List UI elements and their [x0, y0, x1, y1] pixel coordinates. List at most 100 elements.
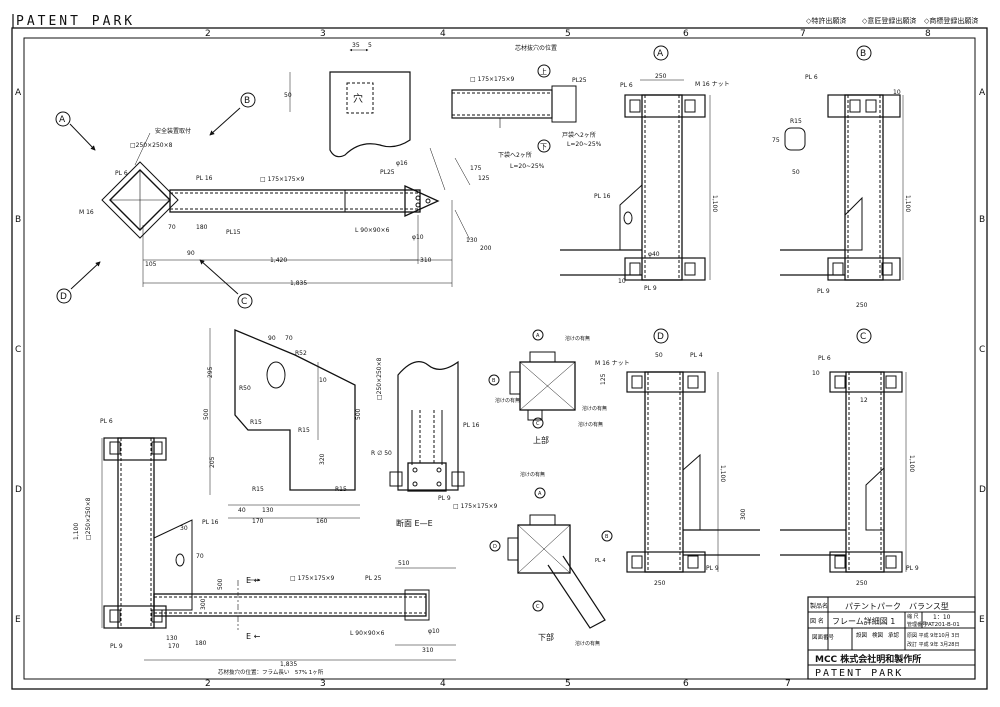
- tb-scale: 1：10: [933, 614, 951, 621]
- svg-text:PL 9: PL 9: [644, 285, 657, 292]
- view-a-top-labels: A 250 PL 6 M 16 ナット PL 16 1,100 φ40 PL 9…: [594, 49, 730, 292]
- svg-text:PL 25: PL 25: [365, 575, 382, 582]
- view-c: [780, 328, 907, 573]
- joint-upper-labels: A B C 上部 溶けの有無 溶けの有無 溶けの有無 溶けの有無: [492, 333, 607, 445]
- svg-text:溶けの有無: 溶けの有無: [565, 335, 590, 342]
- col-2-b: 2: [205, 679, 211, 689]
- section-e-e-labels: 断面 E—E □250×250×8 PL 16 PL 9 □ 175×175×9…: [371, 357, 498, 528]
- svg-text:R52: R52: [295, 350, 307, 357]
- svg-text:310: 310: [420, 257, 432, 264]
- view-b-top-labels: B PL 6 R15 75 50 10 1,100 PL 9 250: [772, 49, 911, 309]
- svg-text:105: 105: [145, 261, 157, 268]
- legend-trademark: ◇商標登録出願済: [924, 17, 979, 25]
- grid-column-markers: 2 3 4 5 6 7 8 2 3 4 5 6 7: [205, 29, 931, 689]
- svg-text:PL 9: PL 9: [110, 643, 123, 650]
- beam-end-labels: □ 175×175×9 PL25 上 下 戸袋へ2ヶ所 L=20~25% 下袋へ…: [470, 67, 602, 170]
- svg-text:125: 125: [478, 175, 490, 182]
- svg-text:PL 6: PL 6: [115, 170, 128, 177]
- svg-text:R15: R15: [790, 118, 802, 125]
- svg-text:L=20~25%: L=20~25%: [510, 163, 545, 170]
- svg-text:φ10: φ10: [412, 234, 424, 241]
- svg-text:M 16 ナット: M 16 ナット: [595, 360, 630, 367]
- plan-view: [55, 92, 471, 309]
- svg-text:L=20~25%: L=20~25%: [567, 141, 602, 148]
- row-d-r: D: [979, 485, 986, 495]
- svg-text:10: 10: [618, 278, 626, 285]
- svg-text:10: 10: [812, 370, 820, 377]
- tb-check-label: 検図: [872, 631, 884, 639]
- tb-date2: 改訂 平成 9年 3月28日: [907, 641, 960, 648]
- svg-text:C: C: [536, 421, 540, 427]
- svg-text:250: 250: [655, 73, 667, 80]
- brand-header: PATENT PARK: [16, 14, 136, 29]
- svg-text:295: 295: [207, 366, 214, 378]
- col-7-b: 7: [785, 679, 791, 689]
- svg-text:PL 9: PL 9: [817, 288, 830, 295]
- tb-design-label: 設図: [856, 631, 868, 639]
- svg-text:130: 130: [166, 635, 178, 642]
- svg-text:R ∅ 50: R ∅ 50: [371, 450, 392, 457]
- tb-drawing-label: 図 名: [810, 617, 824, 625]
- svg-text:1,835: 1,835: [290, 280, 307, 287]
- svg-text:320: 320: [319, 453, 326, 465]
- svg-text:PL 16: PL 16: [594, 193, 611, 200]
- svg-text:250: 250: [856, 580, 868, 587]
- svg-text:□ 175×175×9: □ 175×175×9: [470, 76, 515, 83]
- svg-text:□ 175×175×9: □ 175×175×9: [453, 503, 498, 510]
- svg-text:1,835: 1,835: [280, 661, 297, 668]
- svg-text:175: 175: [470, 165, 482, 172]
- svg-text:穴: 穴: [353, 92, 363, 105]
- svg-text:PL 9: PL 9: [438, 495, 451, 502]
- col-3-b: 3: [320, 679, 326, 689]
- col-3: 3: [320, 29, 326, 39]
- svg-text:PL 6: PL 6: [818, 355, 831, 362]
- col-4-b: 4: [440, 679, 446, 689]
- beam-end-detail: [451, 64, 577, 153]
- svg-text:□250×250×8: □250×250×8: [85, 497, 92, 540]
- svg-text:10: 10: [893, 89, 901, 96]
- svg-text:B: B: [605, 534, 609, 540]
- svg-text:溶けの有無: 溶けの有無: [520, 471, 545, 478]
- svg-text:φ40: φ40: [648, 251, 660, 258]
- svg-text:160: 160: [316, 518, 328, 525]
- svg-text:75: 75: [772, 137, 780, 144]
- svg-text:□250×250×8: □250×250×8: [376, 357, 383, 400]
- svg-text:戸袋へ2ヶ所: 戸袋へ2ヶ所: [562, 131, 596, 139]
- svg-text:1,100: 1,100: [711, 195, 718, 212]
- svg-text:PL25: PL25: [572, 77, 587, 84]
- svg-text:1,100: 1,100: [908, 455, 915, 472]
- col-5-b: 5: [565, 679, 571, 689]
- marker-a: A: [59, 115, 66, 125]
- svg-text:12: 12: [860, 397, 868, 404]
- svg-text:□ 175×175×9: □ 175×175×9: [260, 176, 305, 183]
- svg-text:70: 70: [285, 335, 293, 342]
- svg-text:下部: 下部: [538, 632, 554, 642]
- svg-text:PL 6: PL 6: [805, 74, 818, 81]
- svg-text:芯材抜穴の位置：フラム長い 57% 1ヶ所: 芯材抜穴の位置：フラム長い 57% 1ヶ所: [218, 668, 324, 676]
- svg-text:PL 16: PL 16: [463, 422, 480, 429]
- marker-d: D: [60, 292, 67, 302]
- svg-text:5: 5: [368, 42, 372, 49]
- svg-text:30: 30: [180, 525, 188, 532]
- col-2: 2: [205, 29, 211, 39]
- tb-number-label: 管理番号: [907, 621, 927, 628]
- tb-company: MCC 株式会社明和製作所: [815, 653, 921, 665]
- svg-text:□250×250×8: □250×250×8: [130, 142, 173, 149]
- svg-text:180: 180: [196, 224, 208, 231]
- svg-text:溶けの有無: 溶けの有無: [495, 397, 520, 404]
- svg-text:安全装置取付: 安全装置取付: [155, 127, 191, 135]
- row-c: C: [15, 345, 21, 355]
- svg-text:500: 500: [355, 408, 362, 420]
- svg-text:125: 125: [600, 373, 607, 385]
- svg-text:1,420: 1,420: [270, 257, 287, 264]
- view-a-top: [560, 45, 711, 281]
- col-4: 4: [440, 29, 446, 39]
- svg-text:205: 205: [209, 456, 216, 468]
- row-b: B: [15, 215, 21, 225]
- svg-text:1,100: 1,100: [719, 465, 726, 482]
- svg-text:300: 300: [740, 508, 747, 520]
- row-d: D: [15, 485, 22, 495]
- svg-text:A: A: [538, 491, 542, 497]
- tb-product-label: 製品名: [810, 602, 828, 610]
